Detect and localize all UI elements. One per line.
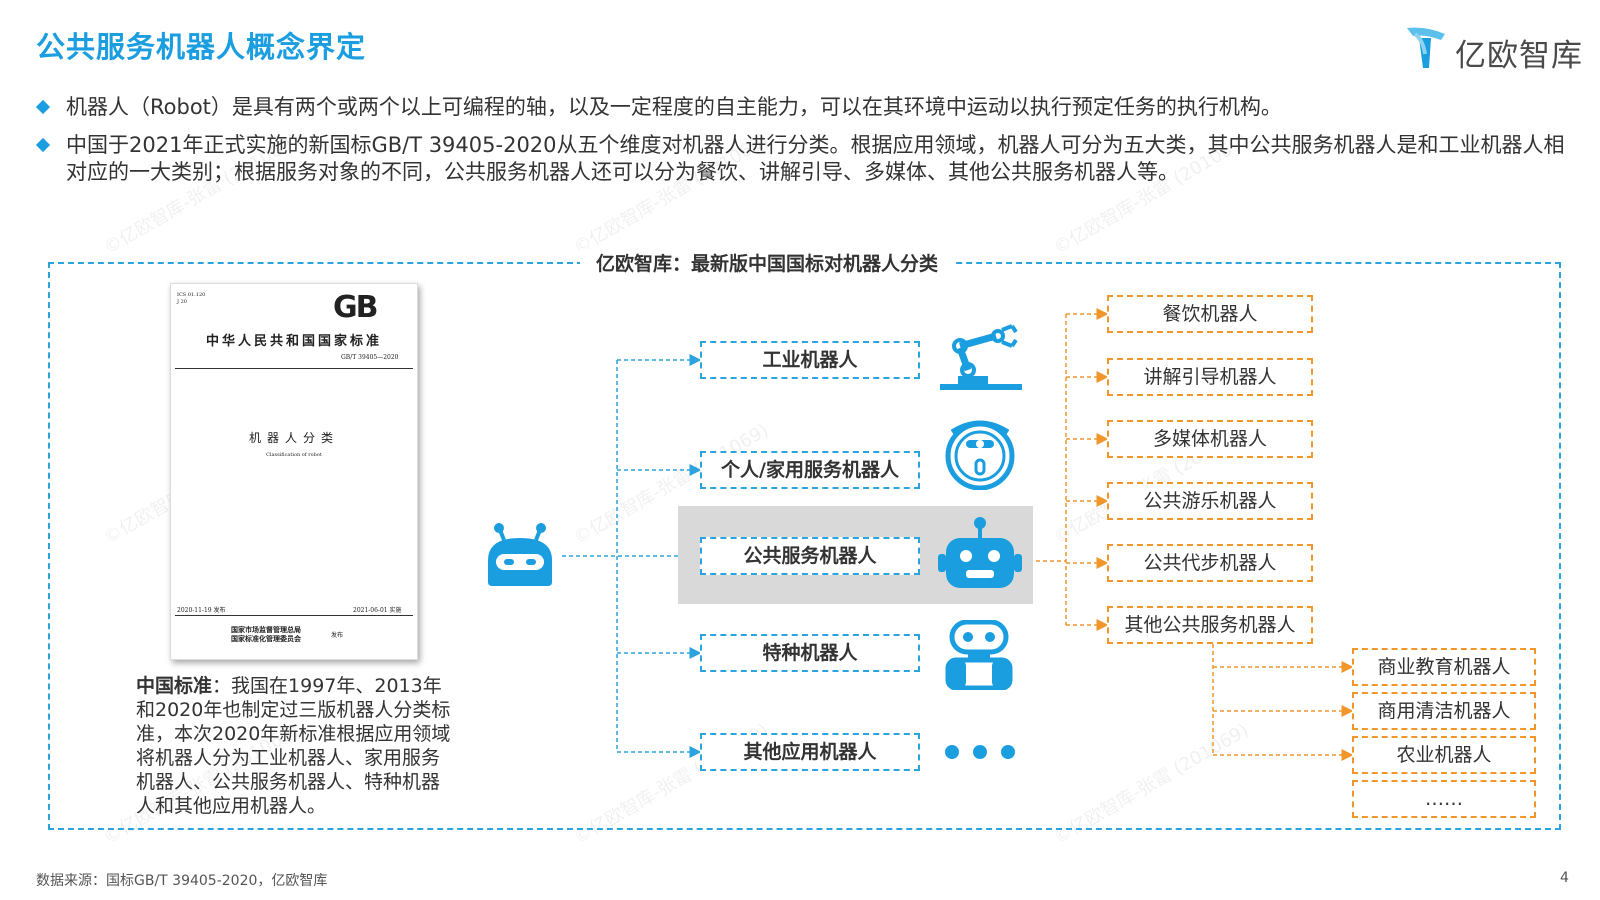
type-amusement: 公共游乐机器人 — [1107, 482, 1313, 520]
category-public-service: 公共服务机器人 — [700, 537, 920, 575]
ellipsis-icon — [945, 745, 1015, 759]
service-robot-icon — [938, 517, 1022, 588]
robot-head-icon — [488, 523, 552, 586]
page-title: 公共服务机器人概念界定 — [36, 30, 367, 64]
gb-issue-word: 发布 — [331, 632, 344, 639]
industrial-arm-icon — [940, 324, 1022, 390]
gb-ics: ICS 01.120 — [177, 292, 206, 298]
vacuum-robot-icon — [945, 420, 1015, 490]
category-special: 特种机器人 — [700, 634, 920, 672]
type-more: …… — [1352, 780, 1536, 818]
gb-number: GB/T 39405—2020 — [341, 354, 399, 361]
type-commercial-education: 商业教育机器人 — [1352, 648, 1536, 686]
gb-implement: 2021-06-01 实施 — [353, 607, 402, 614]
type-other-public: 其他公共服务机器人 — [1107, 606, 1313, 644]
logo-text: 亿欧智库 — [1455, 38, 1583, 74]
type-multimedia: 多媒体机器人 — [1107, 420, 1313, 458]
category-personal-household: 个人/家用服务机器人 — [700, 451, 920, 489]
type-catering: 餐饮机器人 — [1107, 295, 1313, 333]
gb-org: 中华人民共和国国家标准 — [205, 334, 382, 349]
tracked-robot-icon — [945, 620, 1013, 690]
logo-mark-icon — [1407, 27, 1445, 68]
source-text: 数据来源：国标GB/T 39405-2020，亿欧智库 — [36, 873, 328, 889]
gb-name-en: Classification of robot — [266, 452, 322, 458]
company-logo: 亿欧智库 — [1405, 24, 1582, 74]
type-commercial-cleaning: 商用清洁机器人 — [1352, 692, 1536, 730]
gb-standard-cover: ICS 01.120 J 20 GB 中华人民共和国国家标准 GB/T 3940… — [170, 283, 418, 660]
gb-logo: GB — [333, 290, 378, 325]
standard-note: 中国标准：我国在1997年、2013年和2020年也制定过三版机器人分类标准，本… — [136, 674, 456, 818]
category-other-application: 其他应用机器人 — [700, 733, 920, 771]
frame-title: 亿欧智库：最新版中国国标对机器人分类 — [580, 249, 955, 276]
standard-note-text: ：我国在1997年、2013年和2020年也制定过三版机器人分类标准，本次202… — [136, 675, 451, 817]
gb-issuer-1: 国家市场监督管理总局 — [231, 625, 301, 634]
gb-name: 机器人分类 — [248, 431, 339, 445]
bullet-text: 中国于2021年正式实施的新国标GB/T 39405-2020从五个维度对机器人… — [66, 133, 1565, 184]
gb-issuer-2: 国家标准化管理委员会 — [231, 634, 301, 643]
bullet-text: 机器人（Robot）是具有两个或两个以上可编程的轴，以及一定程度的自主能力，可以… — [66, 95, 1282, 119]
type-guide: 讲解引导机器人 — [1107, 358, 1313, 396]
gb-code: J 20 — [177, 299, 187, 305]
type-agriculture: 农业机器人 — [1352, 736, 1536, 774]
type-mobility: 公共代步机器人 — [1107, 544, 1313, 582]
standard-note-label: 中国标准 — [136, 675, 213, 697]
category-industrial: 工业机器人 — [700, 341, 920, 379]
page-number: 4 — [1560, 870, 1569, 886]
gb-release: 2020-11-19 发布 — [177, 607, 226, 614]
